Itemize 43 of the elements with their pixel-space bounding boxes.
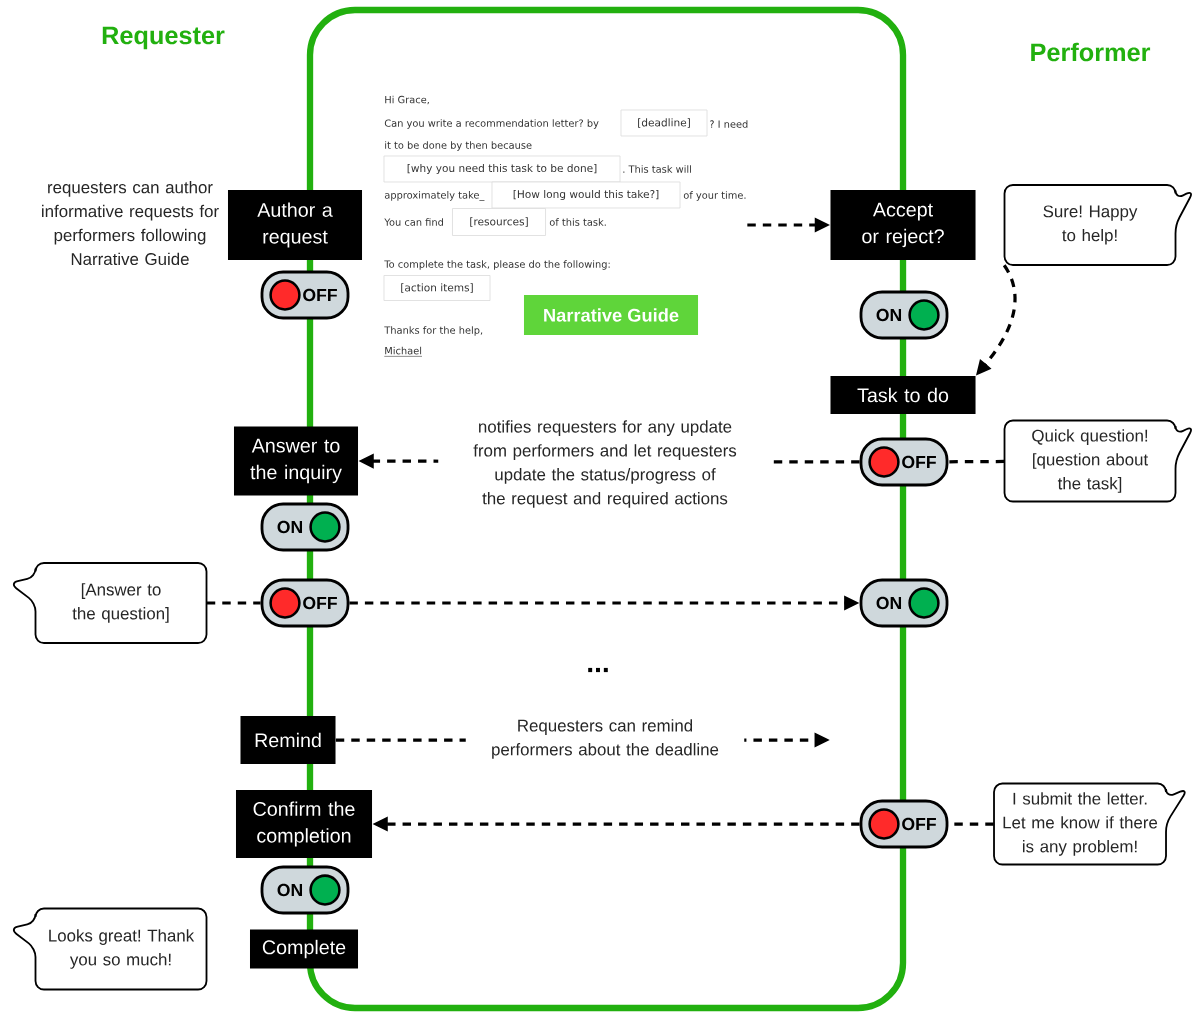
input-field: [action items] <box>383 275 491 301</box>
step-box: Answer to the inquiry <box>234 426 358 496</box>
speech-bubble: Sure! Happy to help! <box>1003 184 1192 266</box>
email-text: Hi Grace, <box>385 95 429 105</box>
toggle-switch: ON <box>260 865 350 915</box>
input-field: [resources] <box>452 208 546 236</box>
email-text: To complete the task, please do the following: <box>384 260 610 270</box>
speech-bubble: [Answer to the question] <box>12 562 208 644</box>
toggle-switch: ON <box>859 290 949 340</box>
email-text: Can you write a recommendation letter? by <box>384 119 599 129</box>
email-text: Michael <box>384 346 423 357</box>
step-box: Remind <box>240 716 336 764</box>
ellipsis: ... <box>588 667 608 673</box>
toggle-switch: ON <box>260 502 350 552</box>
toggle-switch: OFF <box>859 799 949 849</box>
email-text: of your time. <box>683 191 746 201</box>
speech-bubble: Quick question! [question about the task] <box>1003 419 1192 503</box>
input-field: [why you need this task to be done] <box>383 155 621 183</box>
email-text: . This task will <box>623 165 691 173</box>
toggle-switch: OFF <box>859 437 949 487</box>
description-text: requesters can author informative requests for performers following Narrative Guide <box>42 180 219 266</box>
step-box: Accept or reject? <box>830 190 976 260</box>
column-header: Requester <box>102 26 225 50</box>
email-text: Thanks for the help, <box>384 326 483 336</box>
email-text: of this task. <box>549 218 606 226</box>
speech-bubble: I submit the letter. Let me know if there is any problem! <box>993 782 1186 866</box>
email-text: You can find <box>384 218 443 226</box>
edge-label: Requesters can remind performers about the deadline <box>465 714 745 764</box>
speech-bubble: Looks great! Thank you so much! <box>12 907 208 991</box>
step-box: Task to do <box>830 376 976 414</box>
step-box: Complete <box>250 929 358 969</box>
email-text: it to be done by then because <box>385 141 532 151</box>
edge-label: notifies requesters for any update from performers and let requesters update the status/progress of the request and required actions <box>438 416 772 512</box>
email-text: approximately take_ <box>384 191 485 201</box>
toggle-switch: ON <box>859 578 949 628</box>
column-header: Performer <box>1031 42 1151 62</box>
guide-badge: Narrative Guide <box>524 295 699 335</box>
toggle-switch: OFF <box>260 578 350 628</box>
step-box: Author a request <box>228 190 362 260</box>
email-text: ? I need <box>710 120 748 128</box>
toggle-switch: OFF <box>260 270 350 320</box>
step-box: Confirm the completion <box>236 790 372 858</box>
input-field: [deadline] <box>620 109 708 137</box>
